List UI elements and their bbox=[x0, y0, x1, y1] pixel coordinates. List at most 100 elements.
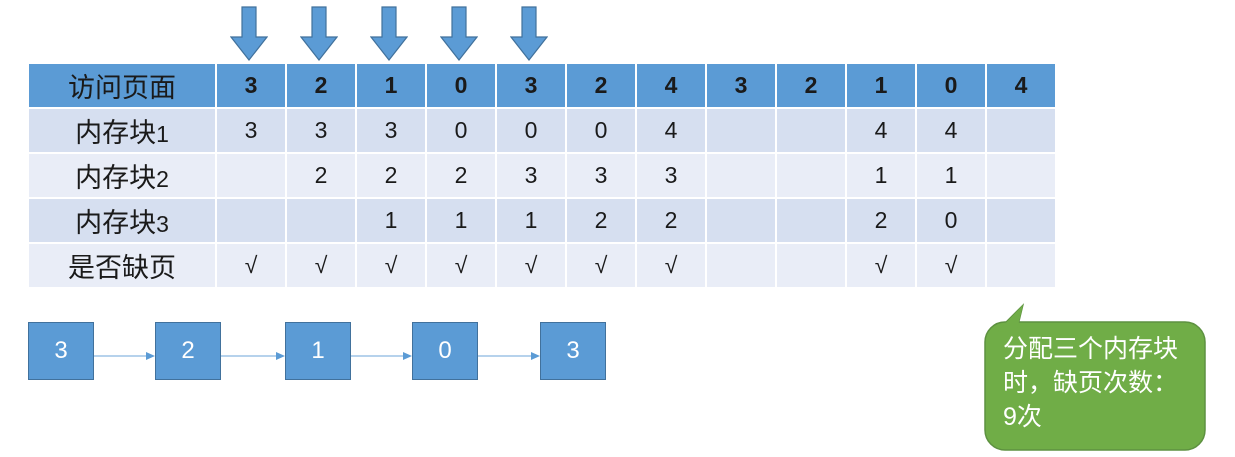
page-fault-cell bbox=[707, 244, 775, 287]
access-sequence-cell: 4 bbox=[987, 64, 1055, 107]
access-sequence-cell: 1 bbox=[847, 64, 915, 107]
memory-block-3-cell: 2 bbox=[847, 199, 915, 242]
memory-block-2-cell: 3 bbox=[637, 154, 705, 197]
page-fault-cell: √ bbox=[917, 244, 985, 287]
memory-block-1-cell bbox=[707, 109, 775, 152]
down-arrow-icon bbox=[509, 6, 549, 62]
access-sequence-cell: 2 bbox=[567, 64, 635, 107]
memory-block-1-cell bbox=[987, 109, 1055, 152]
access-flow-diagram: 3 2 1 0 3 bbox=[0, 315, 640, 395]
memory-block-2-cell bbox=[217, 154, 285, 197]
memory-block-3-cell bbox=[777, 199, 845, 242]
access-sequence-cell: 2 bbox=[287, 64, 355, 107]
flow-box: 3 bbox=[540, 322, 606, 380]
flow-box: 3 bbox=[28, 322, 94, 380]
row-header-text: 内存块 bbox=[75, 118, 157, 148]
flow-box-label: 0 bbox=[438, 337, 452, 364]
memory-block-1-cell: 3 bbox=[287, 109, 355, 152]
memory-block-2-cell: 1 bbox=[917, 154, 985, 197]
row-header-access-sequence: 访问页面 bbox=[29, 64, 215, 107]
memory-block-3-cell: 1 bbox=[497, 199, 565, 242]
memory-block-1-cell: 3 bbox=[357, 109, 425, 152]
down-arrow-icon bbox=[229, 6, 269, 62]
flow-box: 2 bbox=[155, 322, 221, 380]
row-header-text: 内存块 bbox=[75, 163, 157, 193]
page-fault-cell: √ bbox=[357, 244, 425, 287]
memory-block-1-cell: 4 bbox=[637, 109, 705, 152]
callout-shape-icon bbox=[984, 303, 1206, 451]
flow-connector-arrow-icon bbox=[221, 348, 285, 360]
memory-block-2-cell: 2 bbox=[287, 154, 355, 197]
memory-block-1-cell bbox=[777, 109, 845, 152]
memory-block-3-cell: 2 bbox=[637, 199, 705, 242]
row-header-page-fault: 是否缺页 bbox=[29, 244, 215, 287]
page-fault-cell: √ bbox=[847, 244, 915, 287]
access-sequence-cell: 0 bbox=[917, 64, 985, 107]
memory-block-2-cell: 3 bbox=[567, 154, 635, 197]
memory-block-2-cell bbox=[987, 154, 1055, 197]
memory-block-3-cell: 1 bbox=[427, 199, 495, 242]
memory-block-1-cell: 3 bbox=[217, 109, 285, 152]
memory-block-2-cell bbox=[707, 154, 775, 197]
access-arrow-row bbox=[0, 0, 1235, 62]
row-header-memory-block-1: 内存块1 bbox=[29, 109, 215, 152]
access-sequence-cell: 3 bbox=[217, 64, 285, 107]
memory-block-3-cell: 1 bbox=[357, 199, 425, 242]
memory-block-2-cell: 1 bbox=[847, 154, 915, 197]
memory-block-1-cell: 0 bbox=[497, 109, 565, 152]
memory-block-2-cell: 2 bbox=[427, 154, 495, 197]
access-sequence-cell: 3 bbox=[497, 64, 565, 107]
memory-block-3-cell: 2 bbox=[567, 199, 635, 242]
memory-block-1-cell: 0 bbox=[427, 109, 495, 152]
row-header-text: 内存块 bbox=[75, 208, 157, 238]
down-arrow-icon bbox=[439, 6, 479, 62]
memory-block-3-cell: 0 bbox=[917, 199, 985, 242]
row-header-index: 1 bbox=[156, 121, 169, 147]
row-header-memory-block-2: 内存块2 bbox=[29, 154, 215, 197]
flow-box-label: 3 bbox=[54, 337, 68, 364]
page-fault-cell: √ bbox=[217, 244, 285, 287]
row-header-index: 2 bbox=[156, 166, 169, 192]
memory-block-3-cell bbox=[987, 199, 1055, 242]
down-arrow-icon bbox=[369, 6, 409, 62]
flow-box-label: 3 bbox=[566, 337, 580, 364]
table-row: 是否缺页√√√√√√√√√ bbox=[29, 244, 1055, 287]
page-fault-cell bbox=[777, 244, 845, 287]
flow-box: 0 bbox=[412, 322, 478, 380]
page-fault-cell bbox=[987, 244, 1055, 287]
memory-block-2-cell: 3 bbox=[497, 154, 565, 197]
memory-block-3-cell bbox=[707, 199, 775, 242]
flow-box: 1 bbox=[285, 322, 351, 380]
page-fault-cell: √ bbox=[497, 244, 565, 287]
page-fault-cell: √ bbox=[287, 244, 355, 287]
row-header-memory-block-3: 内存块3 bbox=[29, 199, 215, 242]
down-arrow-icon bbox=[299, 6, 339, 62]
flow-connector-arrow-icon bbox=[94, 348, 155, 360]
callout-bubble: 分配三个内存块时，缺页次数：9次 bbox=[983, 300, 1207, 452]
page-fault-cell: √ bbox=[427, 244, 495, 287]
flow-connector-arrow-icon bbox=[478, 348, 540, 360]
page-fault-cell: √ bbox=[637, 244, 705, 287]
access-sequence-cell: 0 bbox=[427, 64, 495, 107]
flow-box-label: 1 bbox=[311, 337, 325, 364]
callout-text: 分配三个内存块时，缺页次数：9次 bbox=[1003, 335, 1179, 431]
page-fault-cell: √ bbox=[567, 244, 635, 287]
memory-block-3-cell bbox=[287, 199, 355, 242]
row-header-index: 3 bbox=[156, 211, 169, 237]
memory-block-1-cell: 4 bbox=[847, 109, 915, 152]
access-sequence-cell: 4 bbox=[637, 64, 705, 107]
memory-block-2-cell: 2 bbox=[357, 154, 425, 197]
flow-box-label: 2 bbox=[181, 337, 195, 364]
access-sequence-cell: 3 bbox=[707, 64, 775, 107]
memory-block-3-cell bbox=[217, 199, 285, 242]
memory-block-1-cell: 0 bbox=[567, 109, 635, 152]
memory-block-1-cell: 4 bbox=[917, 109, 985, 152]
access-sequence-cell: 1 bbox=[357, 64, 425, 107]
access-sequence-cell: 2 bbox=[777, 64, 845, 107]
flow-connector-arrow-icon bbox=[351, 348, 412, 360]
